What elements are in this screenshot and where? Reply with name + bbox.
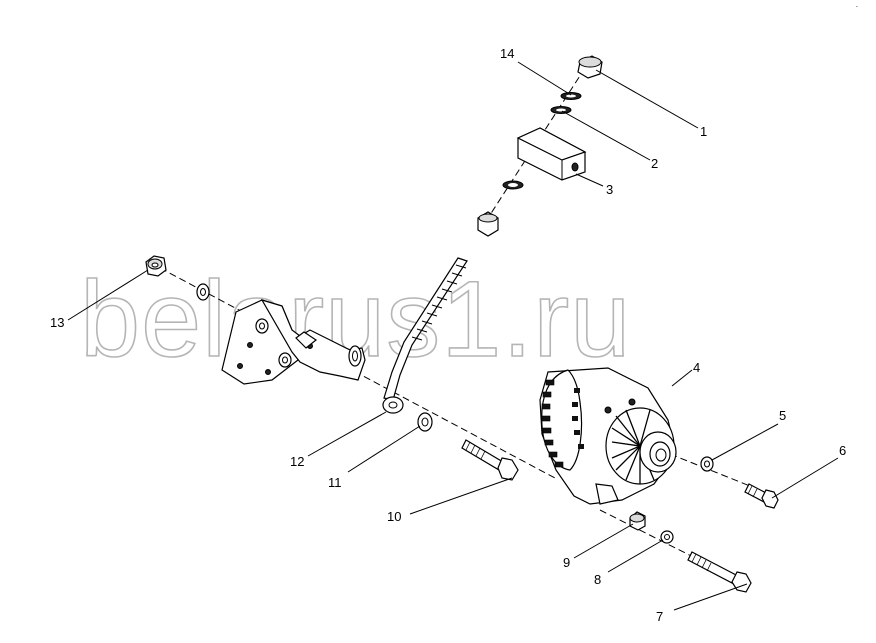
leader-lines <box>67 61 839 611</box>
callout-14: 14 <box>500 46 514 61</box>
callout-9: 9 <box>563 555 570 570</box>
tension-rod <box>382 257 468 414</box>
part-7-bolt <box>687 551 752 593</box>
part-4-alternator <box>539 367 677 505</box>
block-washer <box>502 180 524 190</box>
part-13-nut <box>145 255 167 277</box>
part-6-bolt <box>744 483 779 509</box>
part-10-bolt <box>461 439 519 481</box>
mounting-bracket <box>221 298 366 385</box>
callout-3: 3 <box>606 182 613 197</box>
part-2-washer <box>550 106 572 114</box>
callout-4: 4 <box>693 360 700 375</box>
part-1-cap-nut <box>577 55 603 79</box>
callout-13: 13 <box>50 315 64 330</box>
callout-7: 7 <box>656 609 663 624</box>
callout-10: 10 <box>387 509 401 524</box>
block-nut <box>477 211 499 237</box>
part-11-washer <box>417 412 433 432</box>
part-3-block <box>516 127 587 181</box>
part-8-washer <box>660 530 674 544</box>
callout-12: 12 <box>290 454 304 469</box>
callout-8: 8 <box>594 572 601 587</box>
callout-1: 1 <box>700 124 707 139</box>
callout-5: 5 <box>779 408 786 423</box>
part-9-nut <box>629 511 646 531</box>
bracket-washer <box>196 283 210 301</box>
callout-labels: 1 2 3 4 5 6 7 8 9 10 11 12 13 14 <box>50 46 846 624</box>
corner-mark: ˜ <box>855 6 858 12</box>
part-5-washer <box>700 456 714 472</box>
callout-2: 2 <box>651 156 658 171</box>
part-14-washer <box>560 92 582 100</box>
callout-6: 6 <box>839 443 846 458</box>
callout-11: 11 <box>328 475 342 490</box>
